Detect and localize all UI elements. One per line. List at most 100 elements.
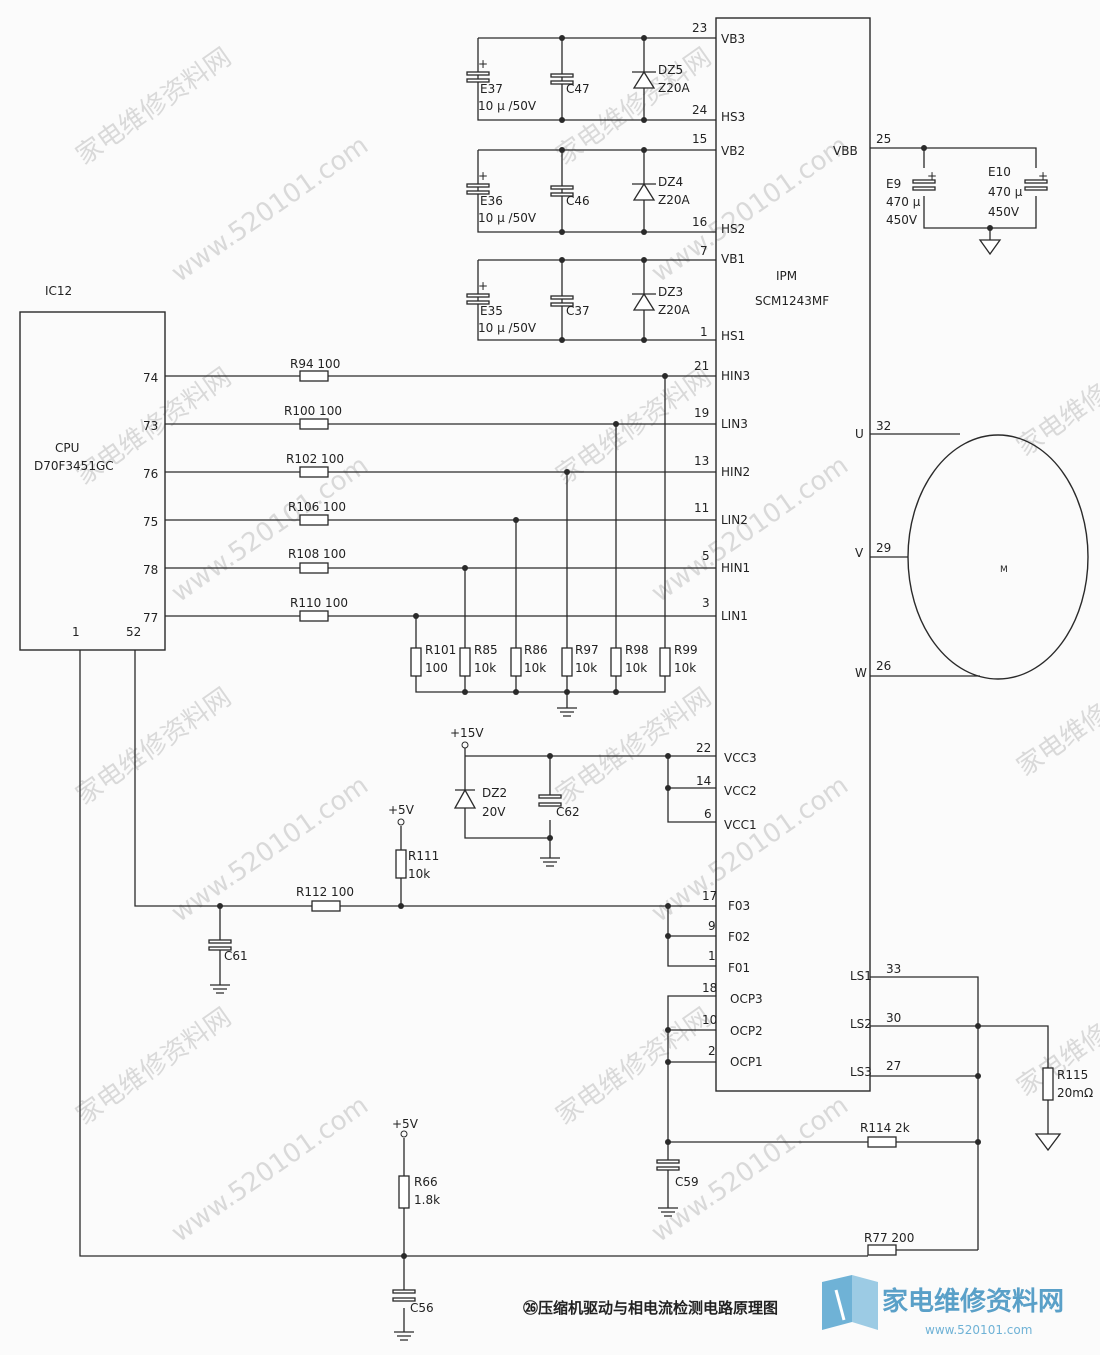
logo-url: www.520101.com [925,1323,1032,1337]
svg-text:32: 32 [876,419,891,433]
ocp-section: 18 10 2 OCP3 OCP2 OCP1 C59 R114 2k [656,981,978,1217]
svg-text:450V: 450V [886,213,918,227]
svg-text:Z20A: Z20A [658,193,690,207]
svg-text:R99: R99 [674,643,698,657]
e37-ref: E37 [480,82,503,96]
e37-val: 10 μ /50V [478,99,537,113]
svg-text:C37: C37 [566,304,590,318]
svg-text:10k: 10k [625,661,647,675]
svg-text:C59: C59 [675,1175,699,1189]
svg-text:F02: F02 [728,930,750,944]
logo-text: 家电维修资料网 [882,1286,1064,1317]
svg-text:78: 78 [143,563,158,577]
bootstrap-group-2: + E36 10 μ /50V C46 DZ4 Z20A 15 VB2 16 H… [466,132,745,236]
cpu-name: CPU [55,441,79,455]
svg-text:+: + [478,169,488,183]
watermark: 家电维修资料网 [1012,974,1100,1103]
svg-text:DZ2: DZ2 [482,786,507,800]
svg-text:10k: 10k [474,661,496,675]
watermark: 家电维修资料网 [71,42,237,171]
svg-text:R66: R66 [414,1175,438,1189]
svg-text:R112 100: R112 100 [296,885,354,899]
svg-text:+: + [1038,169,1048,183]
svg-text:19: 19 [694,406,709,420]
svg-text:10: 10 [702,1013,717,1027]
svg-text:7: 7 [700,244,708,258]
r108-label: R108 100 [288,547,346,561]
svg-text:VB2: VB2 [721,144,745,158]
cpu-pin-52: 52 [126,625,141,639]
watermark: www.520101.com [166,1090,374,1248]
svg-text:LS1: LS1 [850,969,872,983]
svg-text:18: 18 [702,981,717,995]
ipm-name: IPM [776,269,797,283]
svg-text:C56: C56 [410,1301,434,1315]
svg-text:29: 29 [876,541,891,555]
svg-text:VB3: VB3 [721,32,745,46]
svg-text:17: 17 [702,889,717,903]
svg-text:14: 14 [696,774,711,788]
svg-text:450V: 450V [988,205,1020,219]
svg-text:+: + [478,279,488,293]
r100-label: R100 100 [284,404,342,418]
fault-section: +5V R111 10k R112 100 C61 17 9 1 F03 F02… [134,650,750,994]
svg-text:9: 9 [708,919,716,933]
svg-text:E36: E36 [480,194,503,208]
svg-text:11: 11 [694,501,709,515]
vbb-section: ++ VBB 25 E9 470 μ 450V E10 470 μ 450V [833,132,1048,256]
svg-text:HS1: HS1 [721,329,745,343]
svg-text:C62: C62 [556,805,580,819]
svg-text:27: 27 [886,1059,901,1073]
c47-ref: C47 [566,82,590,96]
svg-text:VBB: VBB [833,144,858,158]
svg-text:73: 73 [143,419,158,433]
svg-text:LIN1: LIN1 [721,609,748,623]
svg-text:LIN2: LIN2 [721,513,748,527]
gate-inputs: R94 100 R100 100 R102 100 R106 100 R108 … [143,357,750,717]
site-logo: 家电维修资料网 www.520101.com [822,1275,1064,1337]
svg-text:R111: R111 [408,849,439,863]
svg-text:23: 23 [692,21,707,35]
watermark: 家电维修资料网 [71,1002,237,1131]
svg-text:77: 77 [143,611,158,625]
svg-text:R115: R115 [1057,1068,1088,1082]
bootstrap-group-3: + E37 10 μ /50V C47 DZ5 Z20A 23 VB3 24 H… [466,21,745,124]
svg-text:22: 22 [696,741,711,755]
svg-text:E35: E35 [480,304,503,318]
svg-text:75: 75 [143,515,158,529]
watermark: 家电维修资料网 [1012,334,1100,463]
svg-text:HS2: HS2 [721,222,745,236]
cpu-ref: IC12 [45,284,72,298]
cpu-ic12: IC12 CPU D70F3451GC 1 52 [19,284,166,651]
watermark: www.520101.com [646,130,854,288]
svg-text:LS3: LS3 [850,1065,872,1079]
r110-label: R110 100 [290,596,348,610]
svg-text:R97: R97 [575,643,599,657]
watermark: 家电维修资料网 [71,682,237,811]
bootstrap-group-1: + E35 10 μ /50V C37 DZ3 Z20A 7 VB1 1 HS1 [466,244,745,343]
svg-text:+: + [927,169,937,183]
svg-text:OCP3: OCP3 [730,992,763,1006]
svg-text:24: 24 [692,103,707,117]
vcc-section: +15V DZ2 20V C62 22 14 6 VCC3 VCC2 VCC1 [450,726,757,867]
svg-text:R86: R86 [524,643,548,657]
cpu-part: D70F3451GC [34,459,114,473]
svg-text:26: 26 [876,659,891,673]
svg-text:1.8k: 1.8k [414,1193,440,1207]
svg-text:10k: 10k [674,661,696,675]
svg-text:HIN1: HIN1 [721,561,750,575]
svg-text:74: 74 [143,371,158,385]
motor-section: M U V W 32 29 26 [855,419,1089,680]
svg-text:30: 30 [886,1011,901,1025]
cpu-body [19,311,166,651]
svg-text:U: U [855,427,864,441]
svg-text:2: 2 [708,1044,716,1058]
svg-text:6: 6 [704,807,712,821]
svg-text:C61: C61 [224,949,248,963]
diagram-caption: ㉖压缩机驱动与相电流检测电路原理图 [523,1299,778,1317]
svg-text:+: + [478,57,488,71]
svg-text:1: 1 [700,325,708,339]
svg-text:VCC2: VCC2 [724,784,757,798]
svg-text:+5V: +5V [388,803,415,817]
